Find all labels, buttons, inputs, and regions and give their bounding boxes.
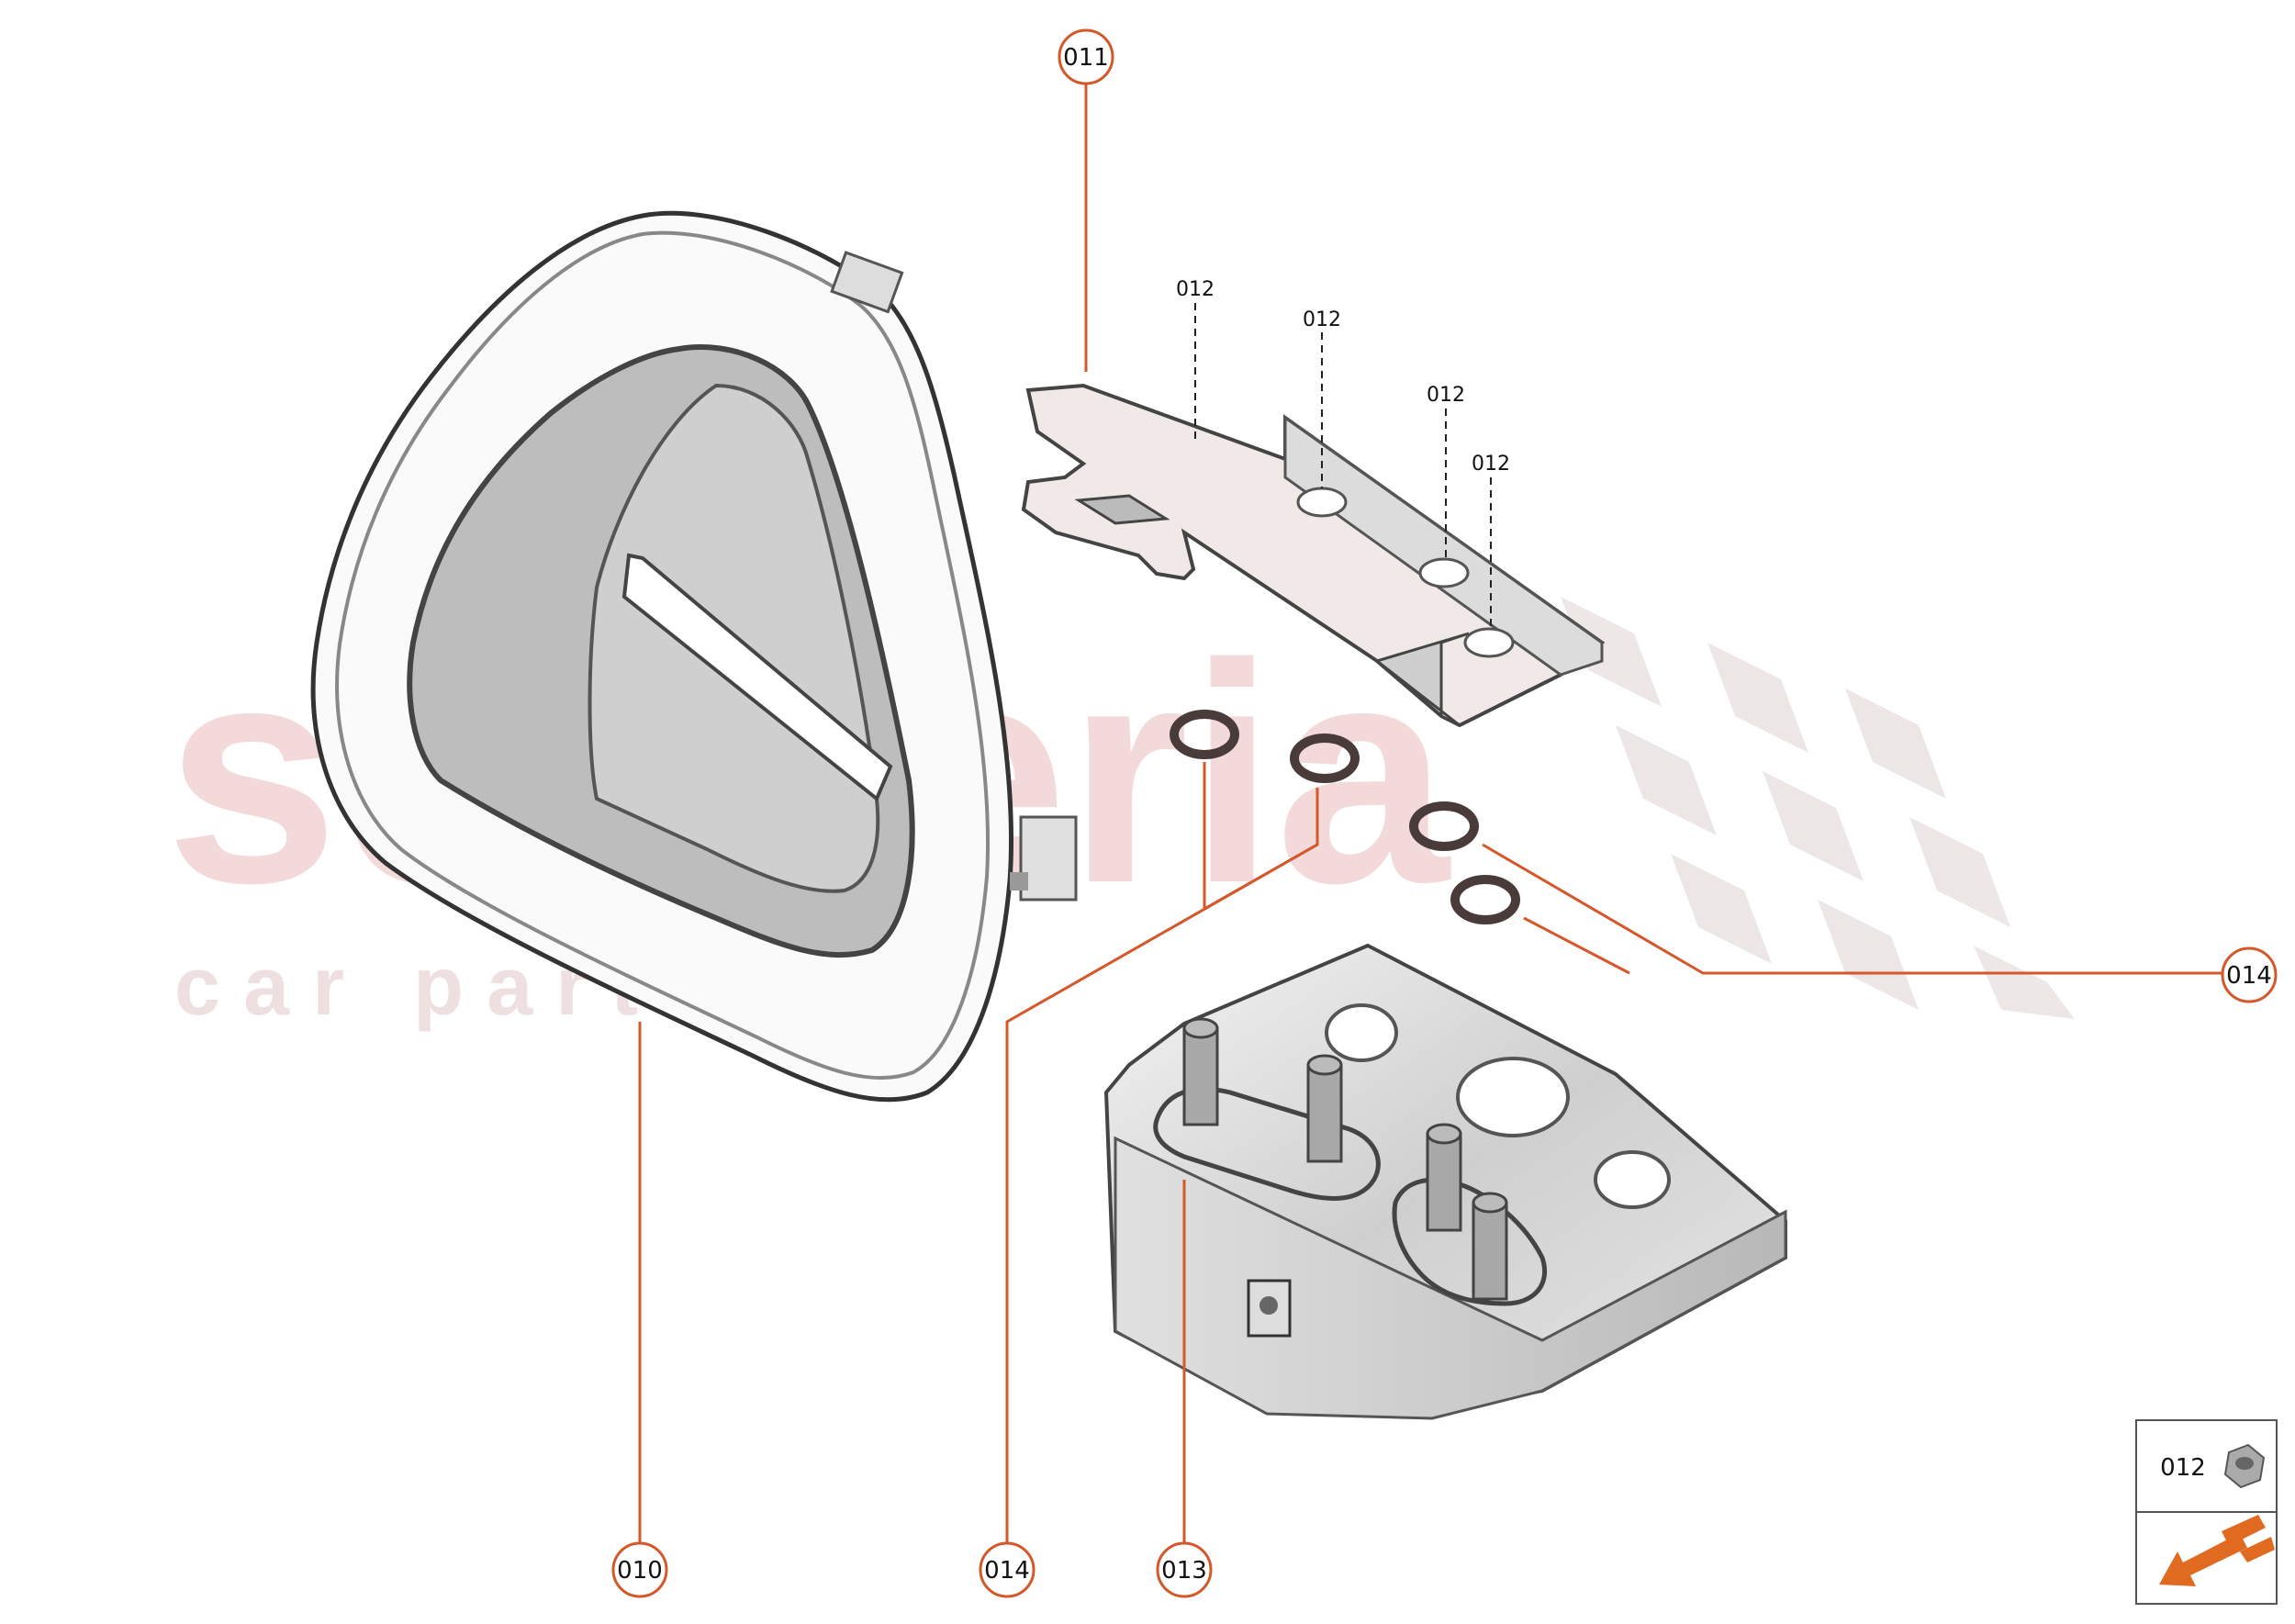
callout-013[interactable]: 013 — [1156, 1541, 1213, 1598]
label-012-a: 012 — [1176, 278, 1215, 301]
callout-014-bottom-label: 014 — [984, 1557, 1030, 1585]
callout-010-label: 010 — [617, 1557, 663, 1585]
leader-lines — [638, 81, 2222, 1550]
callout-010[interactable]: 010 — [611, 1541, 668, 1598]
label-012-b: 012 — [1303, 308, 1341, 331]
part-011-bracket — [1021, 383, 1606, 728]
part-014-washers — [1170, 710, 1520, 924]
legend-box: 012 — [2135, 1419, 2278, 1605]
legend-part-label: 012 — [2160, 1454, 2206, 1482]
label-012-c: 012 — [1427, 384, 1465, 407]
part-013-plate — [1103, 943, 1787, 1420]
hex-nut-icon — [2223, 1443, 2266, 1489]
part-010-trim — [310, 210, 1078, 1103]
label-012-d: 012 — [1472, 453, 1510, 476]
callout-014-right-label: 014 — [2226, 962, 2272, 990]
callout-013-label: 013 — [1161, 1557, 1207, 1585]
orange-arrow-icon[interactable] — [2159, 1515, 2275, 1586]
callout-014-bottom[interactable]: 014 — [979, 1541, 1036, 1598]
callout-011[interactable]: 011 — [1058, 28, 1114, 85]
callout-014-right[interactable]: 014 — [2221, 946, 2278, 1003]
watermark-checkers — [1561, 597, 2075, 1019]
callout-011-label: 011 — [1063, 44, 1109, 72]
